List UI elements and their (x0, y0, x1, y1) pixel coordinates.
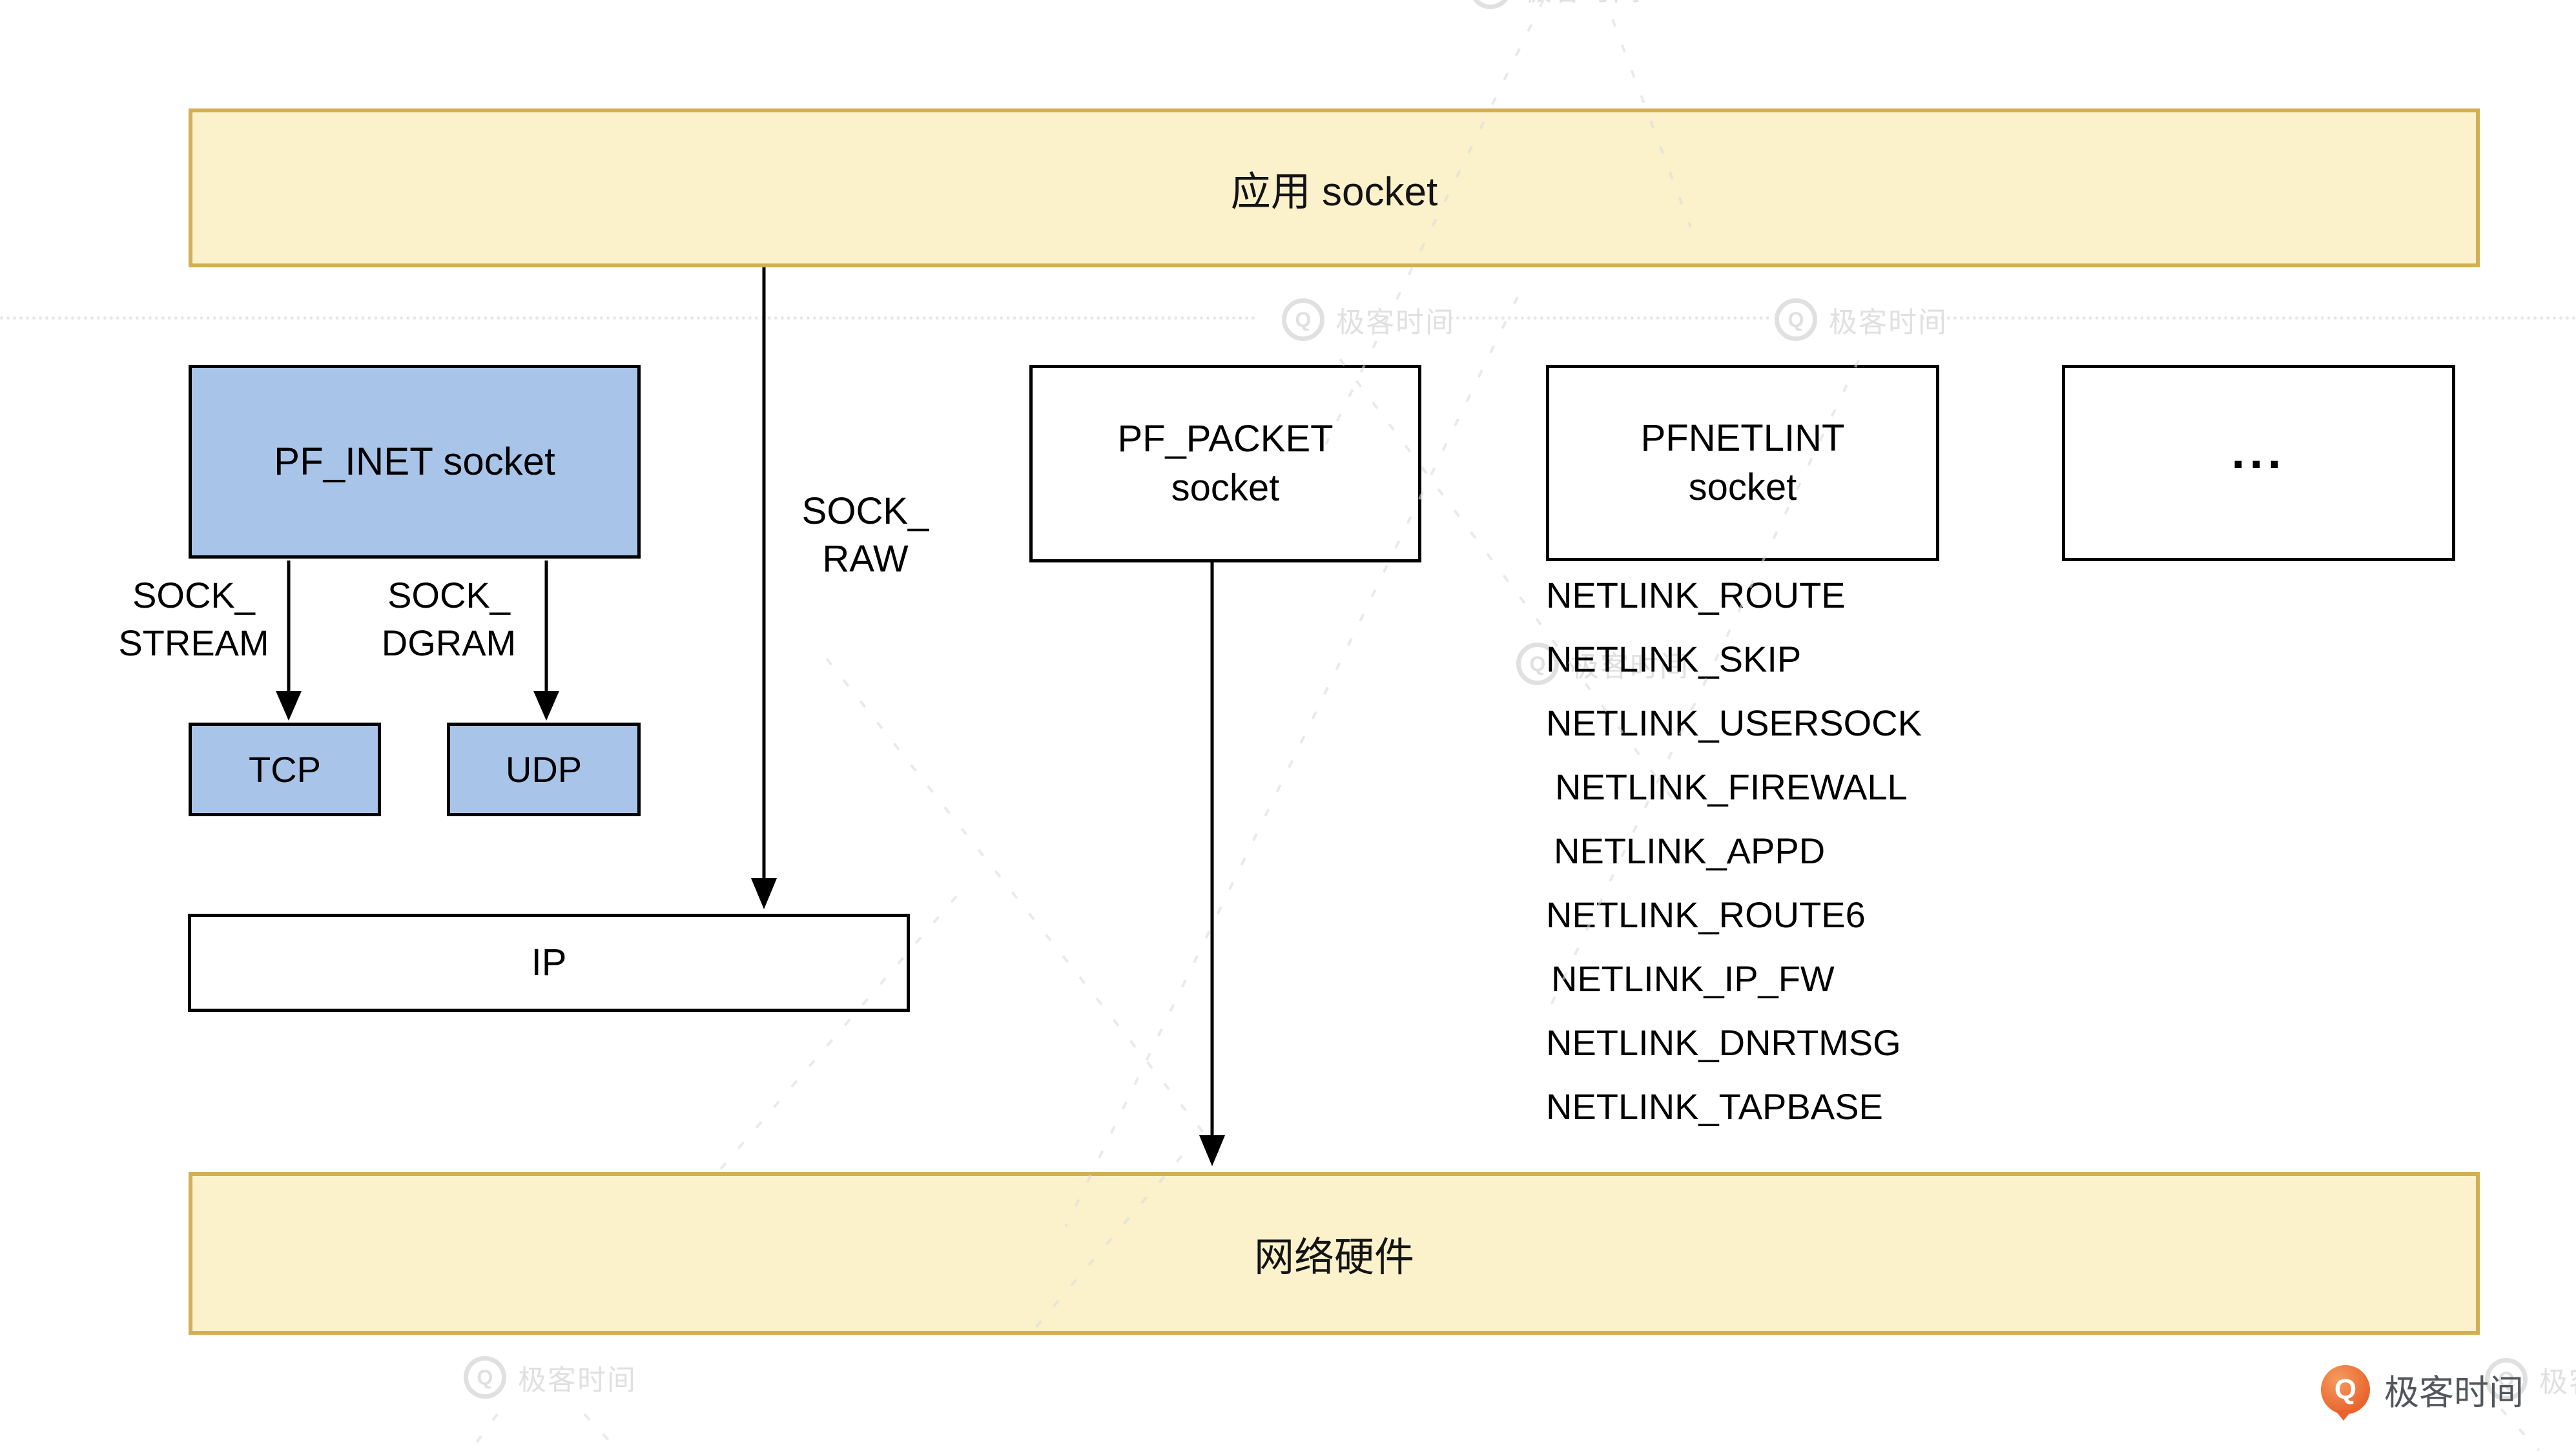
pf-packet-socket-box: PF_PACKET socket (1029, 365, 1421, 562)
watermark-dash-line (583, 1413, 620, 1451)
network-hardware-label: 网络硬件 (1253, 1235, 1414, 1280)
sock-dgram-line1: SOCK_ (387, 575, 510, 615)
sock-raw-line1: SOCK_ (801, 490, 929, 532)
netlink-type: NETLINK_TAPBASE (1546, 1086, 1883, 1127)
sock-stream-label: SOCK_ STREAM (90, 571, 297, 667)
pf-inet-socket-label: PF_INET socket (274, 440, 555, 483)
watermark-dash-line (825, 657, 1228, 1164)
network-hardware-band: 网络硬件 (189, 1172, 2480, 1335)
netlink-type: NETLINK_ROUTE (1546, 575, 1846, 615)
geektime-logo-icon: Q (1469, 0, 1512, 9)
udp-box: UDP (447, 723, 641, 816)
pf-netlink-label-line1: PFNETLINT (1640, 417, 1845, 459)
geektime-logo-icon: Q (2485, 1358, 2528, 1401)
netlink-type: NETLINK_IP_FW (1551, 958, 1835, 999)
watermark-geektime: Q 极客时间 (1282, 298, 1455, 341)
ellipsis-label: ... (2231, 424, 2286, 479)
sock-dgram-line2: DGRAM (381, 623, 517, 663)
geektime-logo-icon: Q (464, 1356, 506, 1399)
dotted-separator (1443, 316, 1769, 320)
watermark-geektime: Q 极客时间 (1469, 0, 1642, 9)
pf-netlink-socket-box: PFNETLINT socket (1546, 365, 1939, 561)
netlink-type: NETLINK_ROUTE6 (1546, 894, 1866, 935)
sock-stream-line2: STREAM (118, 623, 269, 663)
sock-dgram-label: SOCK_ DGRAM (345, 571, 552, 667)
app-socket-band: 应用 socket (189, 108, 2480, 267)
pf-inet-socket-box: PF_INET socket (189, 365, 641, 559)
netlink-type: NETLINK_USERSOCK (1546, 703, 1922, 743)
netlink-type: NETLINK_DNRTMSG (1546, 1022, 1901, 1063)
watermark-dash-line (469, 1413, 499, 1451)
watermark-geektime: Q 极客时间 (1775, 298, 1948, 341)
watermark-text: 极客时间 (2539, 1366, 2576, 1398)
sock-raw-line2: RAW (822, 538, 909, 580)
geektime-logo-icon: Q (1775, 298, 1817, 341)
sock-stream-line1: SOCK_ (132, 575, 255, 615)
udp-label: UDP (505, 748, 582, 790)
watermark-text: 极客时间 (518, 1364, 637, 1396)
ip-box: IP (188, 914, 910, 1012)
ip-label: IP (531, 942, 567, 983)
tcp-label: TCP (249, 748, 321, 790)
netlink-type: NETLINK_FIREWALL (1555, 767, 1908, 807)
geektime-logo-icon: Q (2321, 1364, 2370, 1421)
tcp-box: TCP (189, 723, 381, 816)
arrowhead-ip (751, 878, 777, 909)
pf-packet-label-line2: socket (1171, 467, 1280, 509)
pf-packet-label-line1: PF_PACKET (1117, 418, 1334, 460)
geektime-brand-text: 极客时间 (2384, 1374, 2524, 1412)
watermark-text: 极客时间 (1523, 0, 1642, 8)
watermark-geektime: Q 极客时间 (464, 1356, 637, 1399)
sock-raw-label: SOCK_ RAW (768, 488, 962, 583)
arrowhead-tcp (276, 691, 302, 721)
geektime-brand: Q 极客时间 (2321, 1364, 2524, 1421)
arrowhead-hardware (1199, 1135, 1225, 1166)
watermark-text: 极客时间 (1336, 307, 1455, 338)
netlink-type-list: NETLINK_ROUTE NETLINK_SKIP NETLINK_USERS… (1546, 563, 1922, 1138)
dotted-separator (1921, 316, 2576, 320)
watermark-dash-line (2500, 1408, 2540, 1451)
netlink-type: NETLINK_SKIP (1546, 639, 1802, 679)
geektime-logo-icon: Q (1282, 298, 1324, 341)
dotted-separator (0, 316, 1256, 320)
more-sockets-box: ... (2062, 365, 2455, 561)
netlink-type: NETLINK_APPD (1554, 830, 1826, 871)
pf-netlink-label-line2: socket (1688, 466, 1797, 508)
app-socket-label: 应用 socket (1230, 170, 1438, 214)
arrowhead-udp (533, 691, 559, 721)
watermark-geektime: Q 极客时间 (2485, 1358, 2576, 1401)
watermark-text: 极客时间 (1829, 307, 1948, 338)
